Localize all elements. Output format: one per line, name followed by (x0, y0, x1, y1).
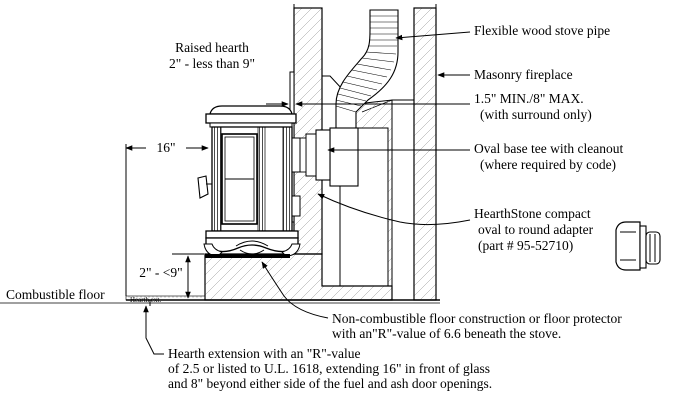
masonry-fireplace-label: Masonry fireplace (474, 67, 573, 82)
raised-hearth-label: Raised hearth 2" - less than 9" (169, 40, 255, 71)
dimension-height (138, 253, 204, 299)
flexible-pipe-label: Flexible wood stove pipe (474, 23, 610, 38)
stove-illustration (197, 105, 301, 257)
svg-text:oval to round adapter: oval to round adapter (478, 222, 594, 237)
combustible-floor (0, 295, 440, 304)
svg-text:Oval base tee with cleanout: Oval base tee with cleanout (474, 141, 623, 156)
svg-text:Non-combustible floor construc: Non-combustible floor construction or fl… (332, 311, 622, 326)
dimension-16 (125, 141, 209, 296)
leader-lines (143, 31, 471, 355)
svg-text:(with surround only): (with surround only) (480, 107, 592, 122)
combustible-floor-label: Combustible floor (6, 287, 105, 302)
svg-text:and 8" beyond either side of t: and 8" beyond either side of the fuel an… (168, 376, 492, 391)
floor-protector (205, 254, 290, 258)
svg-text:Raised hearth: Raised hearth (175, 40, 249, 55)
svg-text:1.5" MIN./8" MAX.: 1.5" MIN./8" MAX. (474, 91, 584, 106)
noncombustible-label: Non-combustible floor construction or fl… (332, 311, 622, 341)
svg-text:2" - less than 9": 2" - less than 9" (169, 56, 255, 71)
hearth-ext-small-label: Hearth ext. (130, 296, 161, 304)
adapter-detail-icon (615, 221, 661, 271)
svg-text:(where required by code): (where required by code) (480, 157, 616, 172)
svg-text:(part # 95-52710): (part # 95-52710) (478, 238, 573, 253)
oval-tee-label: Oval base tee with cleanout (where requi… (474, 141, 623, 172)
hearth-extension-label: Hearth extension with an "R"-value of 2.… (168, 346, 492, 391)
dimension-16-label: 16" (156, 140, 175, 155)
masonry-fireplace (204, 4, 437, 301)
svg-text:Hearth extension with an "R"-v: Hearth extension with an "R"-value (168, 346, 360, 361)
adapter-label: HearthStone compact oval to round adapte… (474, 206, 594, 253)
oval-base-tee (299, 127, 359, 187)
flexible-pipe (335, 9, 399, 129)
svg-text:HearthStone compact: HearthStone compact (474, 206, 591, 221)
clearance-label: 1.5" MIN./8" MAX. (with surround only) (474, 91, 592, 122)
svg-text:of 2.5 or listed to U.L. 1618,: of 2.5 or listed to U.L. 1618, extending… (168, 361, 490, 376)
dimension-height-label: 2" - <9" (139, 265, 182, 280)
svg-text:with an"R"-value of 6.6 beneat: with an"R"-value of 6.6 beneath the stov… (332, 326, 561, 341)
